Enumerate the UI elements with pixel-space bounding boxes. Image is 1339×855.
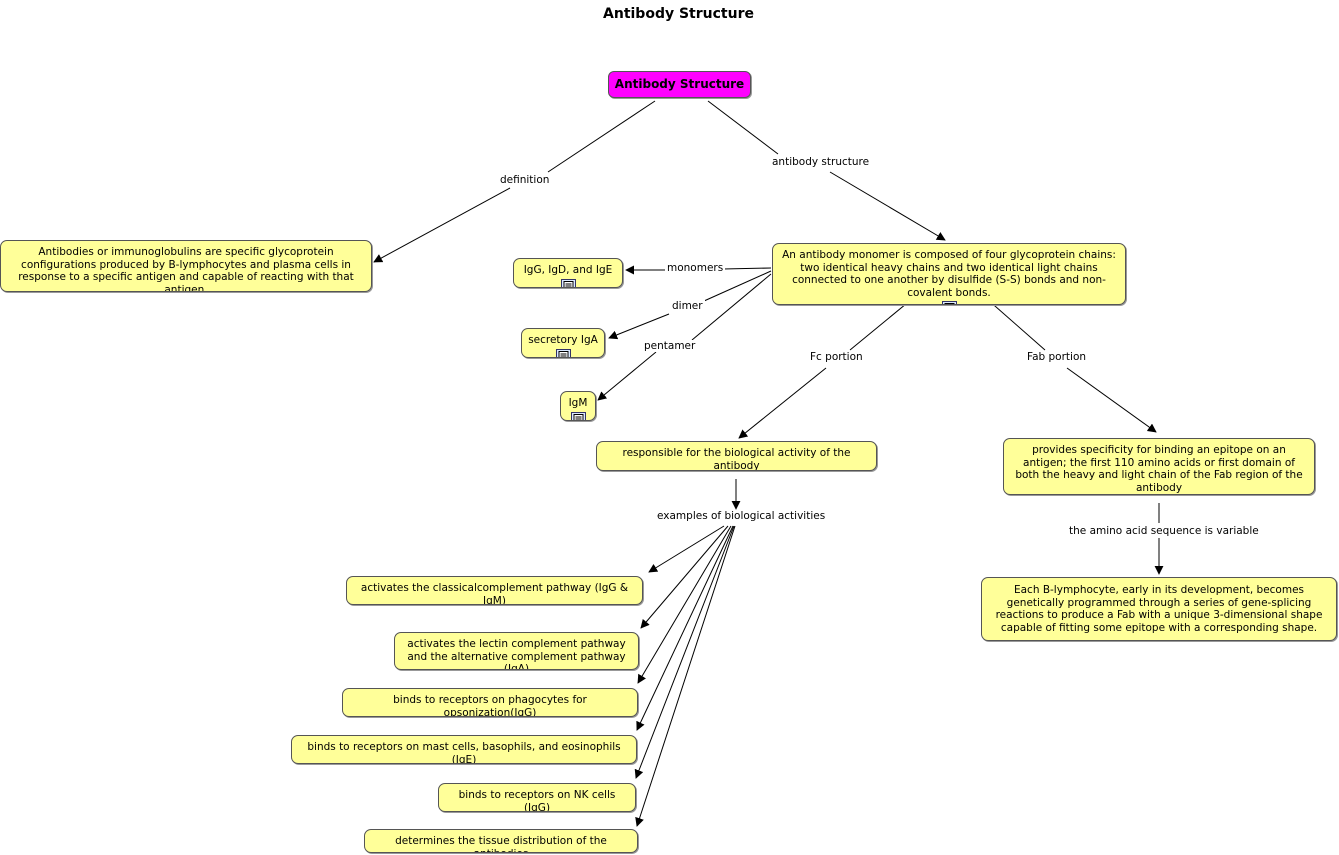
resource-note-icon[interactable]	[941, 301, 957, 305]
link-root-structure	[707, 100, 779, 155]
link-monomer-monomers	[722, 267, 772, 270]
link-label-dimer: dimer	[670, 300, 705, 312]
link-fc-activity	[738, 367, 827, 439]
concept-binds-nk-cells[interactable]: binds to receptors on NK cells (IgG)	[438, 783, 636, 812]
concept-label: activates the lectin complement pathway …	[407, 638, 626, 670]
link-pentamer-type	[597, 351, 657, 401]
link-label-monomers: monomers	[665, 262, 726, 274]
link-examples-tissue	[635, 525, 736, 827]
link-label-definition: definition	[498, 174, 552, 186]
concept-label: binds to receptors on phagocytes for ops…	[393, 694, 587, 717]
link-monomer-fc	[849, 298, 913, 351]
link-label-aa-variable: the amino acid sequence is variable	[1067, 525, 1261, 537]
concept-label: IgM	[568, 397, 588, 409]
concept-label: Each B-lymphocyte, early in its developm…	[995, 584, 1323, 634]
concept-activates-lectin[interactable]: activates the lectin complement pathway …	[394, 632, 639, 670]
concept-label: Antibodies or immunoglobulins are specif…	[18, 246, 354, 292]
concept-label: binds to receptors on mast cells, basoph…	[307, 741, 621, 764]
concept-fab-genetic[interactable]: Each B-lymphocyte, early in its developm…	[981, 577, 1337, 641]
link-label-examples: examples of biological activities	[655, 510, 828, 522]
concept-label: secretory IgA	[528, 334, 598, 346]
page-title: Antibody Structure	[603, 6, 754, 22]
root-concept[interactable]: Antibody Structure	[608, 71, 751, 98]
concept-definition-text[interactable]: Antibodies or immunoglobulins are specif…	[0, 240, 372, 292]
concept-label: An antibody monomer is composed of four …	[782, 249, 1116, 299]
concept-fab-specificity[interactable]: provides specificity for binding an epit…	[1003, 438, 1315, 495]
link-label-pentamer: pentamer	[642, 340, 698, 352]
concept-monomers-types[interactable]: IgG, IgD, and IgE	[513, 258, 623, 288]
link-label-fab-portion: Fab portion	[1025, 351, 1089, 363]
link-examples-phagocytes	[637, 525, 732, 684]
link-definition-text	[373, 187, 511, 263]
link-examples-lectin	[640, 525, 729, 629]
concept-binds-phagocytes[interactable]: binds to receptors on phagocytes for ops…	[342, 688, 638, 717]
link-label-antibody-structure: antibody structure	[770, 156, 872, 168]
concept-dimer-type[interactable]: secretory IgA	[521, 328, 605, 358]
concept-pentamer-type[interactable]: IgM	[560, 391, 596, 421]
link-examples-mast	[636, 525, 734, 731]
concept-label: activates the classicalcomplement pathwa…	[360, 582, 629, 605]
link-dimer-type	[608, 313, 670, 340]
link-structure-monomer	[829, 171, 946, 241]
link-monomer-fab	[986, 298, 1046, 351]
concept-binds-mast-cells[interactable]: binds to receptors on mast cells, basoph…	[291, 735, 637, 764]
concept-label: IgG, IgD, and IgE	[523, 264, 613, 276]
link-examples-nk	[634, 525, 735, 779]
concept-label: determines the tissue distribution of th…	[395, 835, 607, 852]
concept-fc-activity[interactable]: responsible for the biological activity …	[596, 441, 877, 471]
link-monomer-dimer	[703, 270, 772, 302]
concept-label: binds to receptors on NK cells (IgG)	[458, 789, 616, 812]
concept-tissue-distribution[interactable]: determines the tissue distribution of th…	[364, 829, 638, 853]
concept-label: responsible for the biological activity …	[622, 447, 851, 471]
link-label-fc-portion: Fc portion	[808, 351, 865, 363]
concept-monomer[interactable]: An antibody monomer is composed of four …	[772, 243, 1126, 305]
link-examples-classical	[648, 525, 725, 573]
link-fab-specificity	[1066, 367, 1157, 433]
concept-activates-classical[interactable]: activates the classicalcomplement pathwa…	[346, 576, 643, 605]
link-root-definition	[547, 100, 656, 173]
link-monomer-pentamer	[691, 273, 772, 341]
resource-note-icon[interactable]	[560, 278, 576, 289]
concept-label: provides specificity for binding an epit…	[1015, 444, 1303, 494]
resource-note-icon[interactable]	[570, 411, 586, 422]
resource-note-icon[interactable]	[555, 348, 571, 359]
